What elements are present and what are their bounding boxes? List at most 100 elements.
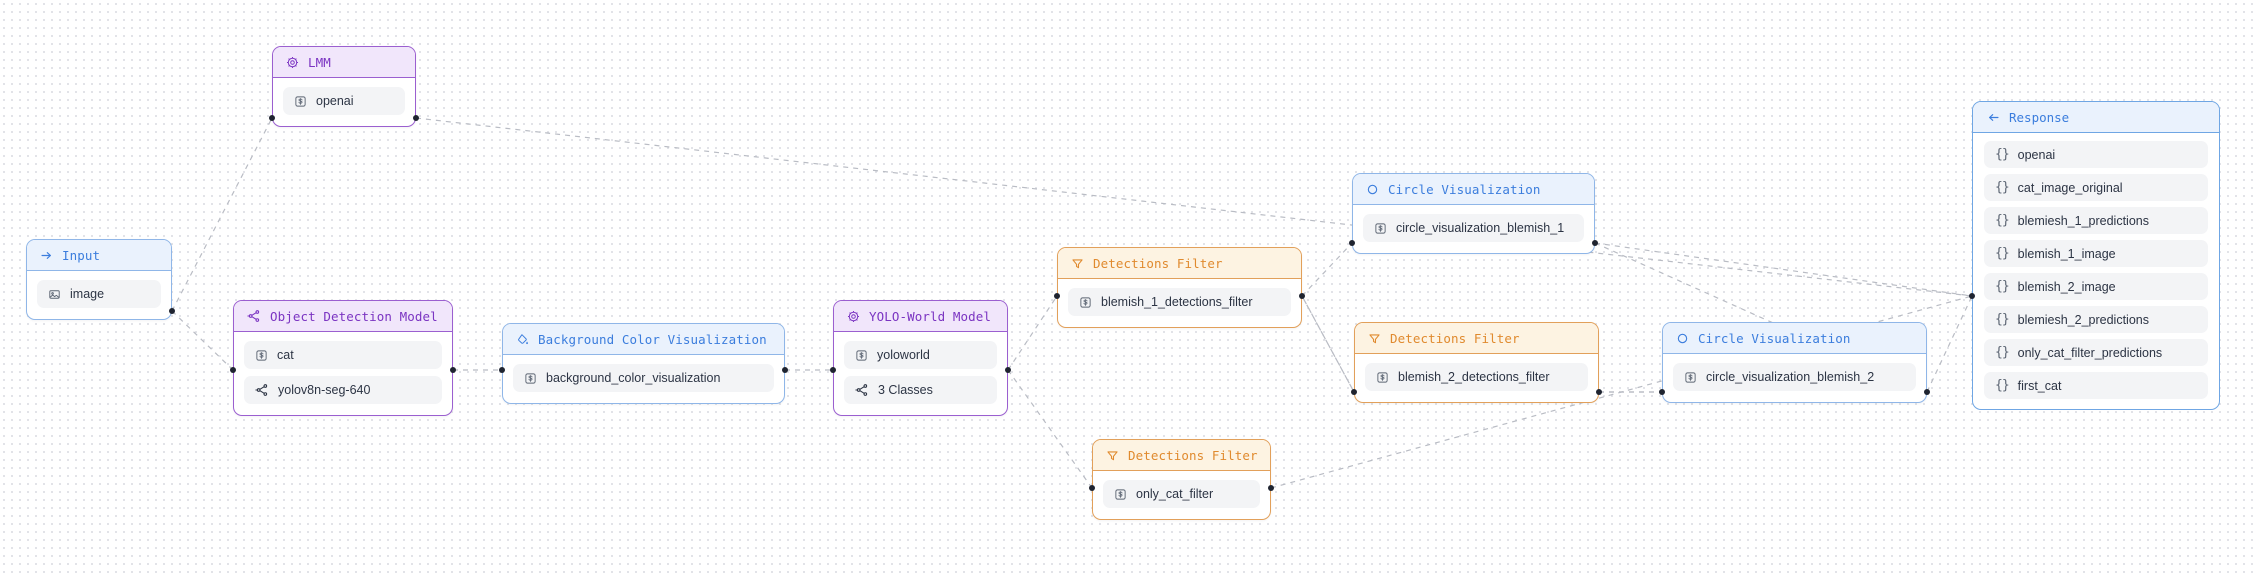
arrow-left-icon [1987, 111, 2000, 124]
handle-object-detection-in[interactable] [230, 367, 236, 373]
node-circle_visualization_2[interactable]: Circle Visualization circle_visualization… [1662, 322, 1927, 403]
node-header-circle_visualization_2[interactable]: Circle Visualization [1663, 323, 1926, 354]
node-header-input[interactable]: Input [27, 240, 171, 271]
handle-filter3-in[interactable] [1089, 485, 1095, 491]
node-row[interactable]: circle_visualization_blemish_1 [1363, 214, 1584, 242]
braces-icon: {} [1995, 312, 2010, 327]
node-row[interactable]: only_cat_filter [1103, 480, 1260, 508]
node-row-label: only_cat_filter [1136, 487, 1214, 501]
edge-yolo-to-filter3 [1007, 369, 1093, 489]
node-header-detections_filter_2[interactable]: Detections Filter [1355, 323, 1598, 354]
response-item-label: blemiesh_1_predictions [2017, 213, 2149, 228]
handle-bgcolor-out[interactable] [782, 367, 788, 373]
node-row-label: cat [277, 348, 294, 362]
response-item[interactable]: {} blemish_2_image [1984, 273, 2208, 300]
node-circle_visualization_1[interactable]: Circle Visualization circle_visualization… [1352, 173, 1595, 254]
handle-circle2-in[interactable] [1659, 389, 1665, 395]
handle-circle1-out[interactable] [1592, 240, 1598, 246]
arrow-right-icon [40, 249, 53, 262]
node-header-detections_filter_3[interactable]: Detections Filter [1093, 440, 1270, 471]
handle-yolo-in[interactable] [830, 367, 836, 373]
response-item[interactable]: {}blemish_1_image [1984, 240, 2208, 267]
handle-bgcolor-in[interactable] [499, 367, 505, 373]
node-row[interactable]: openai [283, 87, 405, 115]
node-title: LMM [308, 54, 331, 70]
node-yolo_world_model[interactable]: YOLO-World Model yoloworld 3 Classes [833, 300, 1008, 416]
node-header-yolo_world_model[interactable]: YOLO-World Model [834, 301, 1007, 332]
handle-response-in[interactable] [1969, 293, 1975, 299]
node-object_detection_model[interactable]: Object Detection Model cat yolov8n-seg-640 [233, 300, 453, 416]
image-icon [48, 288, 61, 301]
node-lmm[interactable]: LMM openai [272, 46, 416, 127]
handle-circle1-in[interactable] [1349, 240, 1355, 246]
node-background_color_visualization[interactable]: Background Color Visualization background… [502, 323, 785, 404]
response-panel-header[interactable]: Response [1973, 102, 2219, 133]
handle-filter2-in[interactable] [1351, 389, 1357, 395]
network-icon [255, 383, 269, 397]
response-item[interactable]: {}blemiesh_2_predictions [1984, 306, 2208, 333]
node-title: Object Detection Model [270, 308, 438, 324]
edge-yolo-to-filter1 [1007, 295, 1058, 371]
node-detections_filter_3[interactable]: Detections Filter only_cat_filter [1092, 439, 1271, 520]
node-body-detections_filter_2: blemish_2_detections_filter [1355, 354, 1598, 402]
handle-yolo-out[interactable] [1005, 367, 1011, 373]
node-detections_filter_2[interactable]: Detections Filter blemish_2_detections_fi… [1354, 322, 1599, 403]
response-item[interactable]: {} blemiesh_1_predictions [1984, 207, 2208, 234]
edge-input-to-object-detection [171, 310, 234, 371]
node-row[interactable]: circle_visualization_blemish_2 [1673, 363, 1916, 391]
circle-icon [1676, 332, 1689, 345]
node-title: Input [62, 247, 101, 263]
node-row[interactable]: yoloworld [844, 341, 997, 369]
handle-input-out[interactable] [169, 308, 175, 314]
node-row[interactable]: blemish_1_detections_filter [1068, 288, 1291, 316]
handle-filter2-out[interactable] [1596, 389, 1602, 395]
response-item[interactable]: {}first_cat [1984, 372, 2208, 399]
dollar-box-icon [855, 349, 868, 362]
handle-lmm-out[interactable] [413, 115, 419, 121]
node-title: Background Color Visualization [538, 331, 767, 347]
response-item-label: cat_image_original [2017, 180, 2123, 195]
response-item[interactable]: {}openai [1984, 141, 2208, 168]
node-row-label: yoloworld [877, 348, 930, 362]
node-body-background_color_visualization: background_color_visualization [503, 355, 784, 403]
node-row[interactable]: image [37, 280, 161, 308]
dollar-box-icon [1376, 371, 1389, 384]
handle-filter1-out[interactable] [1299, 293, 1305, 299]
node-row[interactable]: yolov8n-seg-640 [244, 376, 442, 404]
response-item[interactable]: {}cat_image_original [1984, 174, 2208, 201]
filter-icon [1368, 332, 1381, 345]
handle-filter3-out[interactable] [1268, 485, 1274, 491]
node-header-object_detection_model[interactable]: Object Detection Model [234, 301, 452, 332]
node-row[interactable]: cat [244, 341, 442, 369]
node-header-background_color_visualization[interactable]: Background Color Visualization [503, 324, 784, 355]
node-header-circle_visualization_1[interactable]: Circle Visualization [1353, 174, 1594, 205]
response-panel[interactable]: Response{}openai{}cat_image_original{}bl… [1972, 101, 2220, 410]
response-item-label: blemish_2_image [2017, 279, 2116, 294]
handle-circle2-out[interactable] [1924, 389, 1930, 395]
dollar-box-icon [1374, 222, 1387, 235]
braces-icon: {} [1995, 279, 2010, 294]
handle-filter1-in[interactable] [1054, 293, 1060, 299]
response-item-label: openai [2017, 147, 2056, 162]
node-header-lmm[interactable]: LMM [273, 47, 415, 78]
node-row[interactable]: 3 Classes [844, 376, 997, 404]
node-header-detections_filter_1[interactable]: Detections Filter [1058, 248, 1301, 279]
node-row-label: background_color_visualization [546, 371, 721, 385]
handle-object-detection-out[interactable] [450, 367, 456, 373]
node-input[interactable]: Input image [26, 239, 172, 320]
node-row[interactable]: blemish_2_detections_filter [1365, 363, 1588, 391]
response-item[interactable]: {}only_cat_filter_predictions [1984, 339, 2208, 366]
node-detections_filter_1[interactable]: Detections Filter blemish_1_detections_fi… [1057, 247, 1302, 328]
node-row[interactable]: background_color_visualization [513, 364, 774, 392]
node-body-lmm: openai [273, 78, 415, 126]
handle-lmm-in[interactable] [269, 115, 275, 121]
dollar-box-icon [294, 95, 307, 108]
edge-input-to-lmm [171, 117, 273, 312]
filter-icon [1071, 257, 1084, 270]
edge-circle1-to-response [1594, 242, 1973, 297]
node-body-circle_visualization_1: circle_visualization_blemish_1 [1353, 205, 1594, 253]
filter-icon [1106, 449, 1119, 462]
braces-icon: {} [1995, 213, 2010, 228]
node-body-detections_filter_3: only_cat_filter [1093, 471, 1270, 519]
